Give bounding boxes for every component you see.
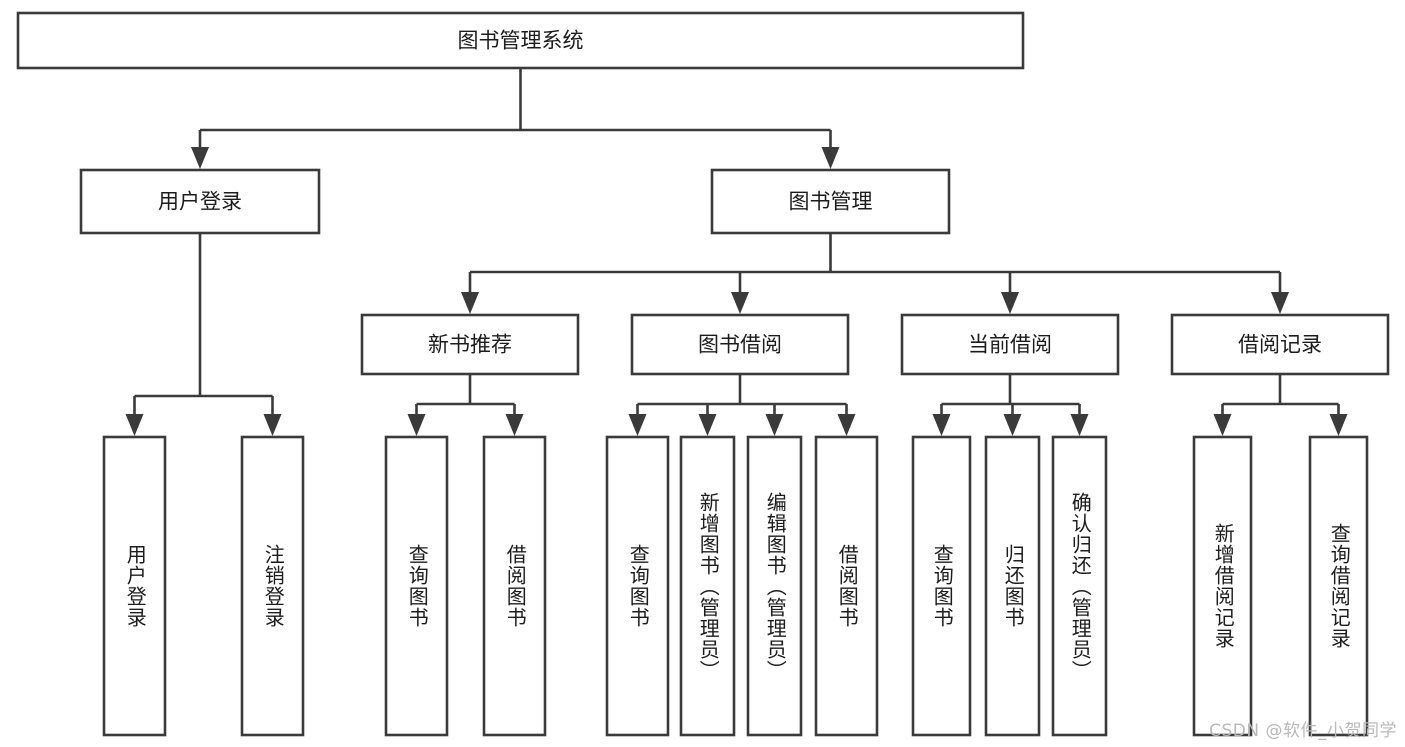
node-level2-label-1: 图书管理 [789,190,873,214]
node-leaf-box-2[interactable] [384,435,449,737]
node-level3-label-3: 借阅记录 [1238,333,1322,357]
conn-book-mgmt-arrowhead-0 [461,292,479,314]
conn-level3-3-arrowhead-1 [1329,414,1348,436]
node-leaf-box-3[interactable] [482,435,547,737]
node-leaf-box-11[interactable] [1192,435,1253,737]
node-root-label: 图书管理系统 [458,29,584,53]
conn-level3-1-arrowhead-2 [765,414,784,436]
conn-level3-1-arrowhead-0 [628,414,647,436]
node-level3-box-2[interactable] [900,313,1120,376]
connector-lines [125,68,1348,436]
conn-level3-3-arrowhead-0 [1213,414,1232,436]
csdn-watermark: CSDN @软件_小贺同学 [1209,721,1397,741]
node-level2-box-1[interactable] [710,168,951,235]
node-level2-box-0[interactable] [79,168,321,235]
node-leaf-box-10[interactable] [1051,435,1108,737]
node-level3-label-1: 图书借阅 [698,333,782,357]
node-level2-label-0: 用户登录 [158,190,242,214]
node-leaf-box-4[interactable] [605,435,670,737]
node-level3-label-2: 当前借阅 [968,333,1052,357]
node-leaf-box-6[interactable] [746,435,803,737]
node-root-box[interactable] [16,11,1025,70]
node-leaf-box-7[interactable] [814,435,879,737]
conn-level3-0-arrowhead-0 [407,414,426,436]
conn-book-mgmt-arrowhead-2 [1001,292,1019,314]
conn-level3-1-arrowhead-3 [837,414,856,436]
node-leaf-box-1[interactable] [240,435,305,737]
conn-level3-1-arrowhead-1 [698,414,717,436]
conn-level3-2-arrowhead-0 [932,414,951,436]
node-level3-box-3[interactable] [1170,313,1390,376]
node-level3-box-1[interactable] [630,313,850,376]
node-level3-label-0: 新书推荐 [428,333,512,357]
node-boxes [16,11,1390,737]
conn-book-mgmt-arrowhead-3 [1271,292,1289,314]
conn-book-mgmt-arrowhead-1 [731,292,749,314]
conn-level3-2-arrowhead-1 [1003,414,1022,436]
node-leaf-box-12[interactable] [1308,435,1369,737]
node-leaf-box-9[interactable] [984,435,1041,737]
conn-root-arrowhead-1 [821,147,840,169]
conn-root-arrowhead-0 [191,147,209,169]
node-leaf-box-8[interactable] [911,435,972,737]
node-leaf-box-5[interactable] [679,435,736,737]
conn-user-login-arrowhead-0 [125,414,144,436]
conn-user-login-arrowhead-1 [263,414,282,436]
conn-level3-0-arrowhead-1 [505,414,524,436]
node-level3-box-0[interactable] [360,313,580,376]
conn-level3-2-arrowhead-2 [1070,414,1089,436]
node-leaf-box-0[interactable] [102,435,167,737]
